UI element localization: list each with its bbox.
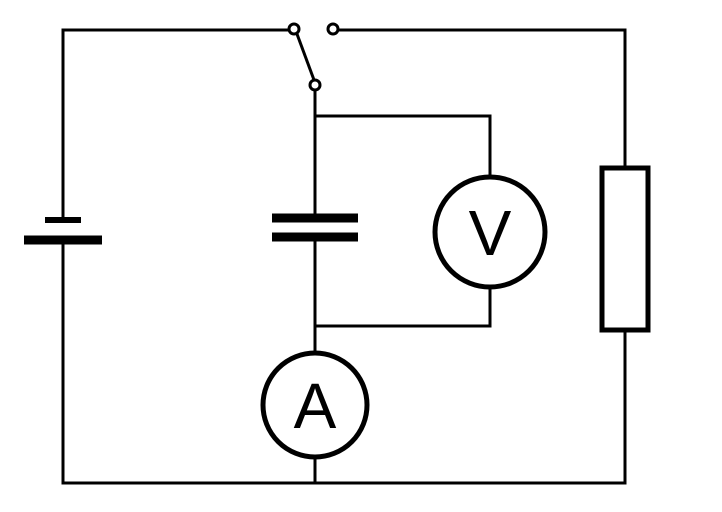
ammeter-circle (260, 350, 370, 460)
wire-voltmeter-top-branch (313, 114, 492, 180)
resistor (599, 165, 651, 333)
wire-switch-to-resistor (335, 28, 627, 170)
switch-pivot-contact (308, 78, 322, 92)
voltmeter-label: V (469, 197, 512, 269)
battery (24, 217, 102, 245)
wire-battery-to-switch (61, 28, 292, 219)
capacitor (272, 213, 358, 242)
switch-contact-right (326, 22, 340, 36)
wire-voltmeter-bottom-branch (313, 284, 492, 328)
ammeter-label: A (294, 370, 337, 442)
voltmeter-circle (432, 174, 548, 290)
wire-battery-to-bottom (61, 241, 317, 485)
switch-open (287, 22, 340, 92)
ammeter: A (260, 350, 370, 460)
voltmeter: V (432, 174, 548, 290)
wire-bottom-to-resistor (313, 328, 627, 485)
switch-contact-left (287, 22, 301, 36)
switch-lever (295, 32, 316, 82)
